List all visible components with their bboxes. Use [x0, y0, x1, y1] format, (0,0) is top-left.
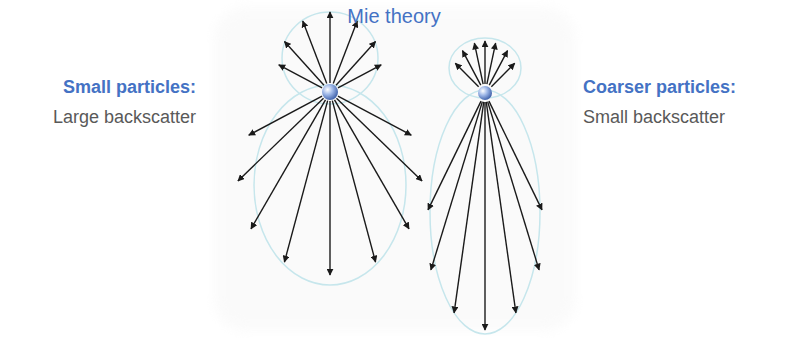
scatter-arrow [489, 101, 542, 210]
scatter-arrow [454, 102, 484, 313]
scatter-arrow [284, 41, 323, 85]
scatter-arrow [338, 65, 381, 88]
scatter-arrow [329, 12, 330, 83]
diagram-title: Mie theory [347, 4, 440, 28]
scatter-arrow [284, 101, 327, 262]
scatter-arrow [238, 98, 324, 181]
forward-lobe [430, 90, 540, 334]
scatter-arrows [238, 12, 542, 330]
scatter-arrow [484, 102, 485, 330]
scatter-arrow [491, 63, 514, 86]
scatter-arrow [486, 102, 516, 313]
scatter-arrow [303, 21, 327, 84]
shadow-panel [215, 8, 575, 330]
scatter-arrow [338, 96, 411, 135]
scatter-arrow [335, 100, 410, 229]
particle-sphere [478, 86, 492, 100]
scatter-arrow [487, 43, 496, 84]
scatter-arrow [462, 51, 480, 85]
scatter-arrow [251, 100, 326, 229]
scatter-arrow [484, 41, 485, 84]
scatter-arrow [332, 101, 375, 262]
lobe-outlines [254, 12, 540, 334]
scatter-arrow [329, 101, 330, 275]
scatter-arrow [431, 102, 482, 270]
group-note: Small backscatter [583, 107, 725, 129]
group-heading: Small particles: [63, 77, 196, 99]
scatter-arrow [336, 98, 422, 181]
particle-sphere [322, 84, 338, 100]
group-note: Large backscatter [53, 107, 196, 129]
scatter-arrow [488, 102, 539, 270]
scatter-arrow [474, 43, 483, 84]
group-heading: Coarser particles: [583, 77, 736, 99]
scatter-arrow [249, 96, 322, 135]
